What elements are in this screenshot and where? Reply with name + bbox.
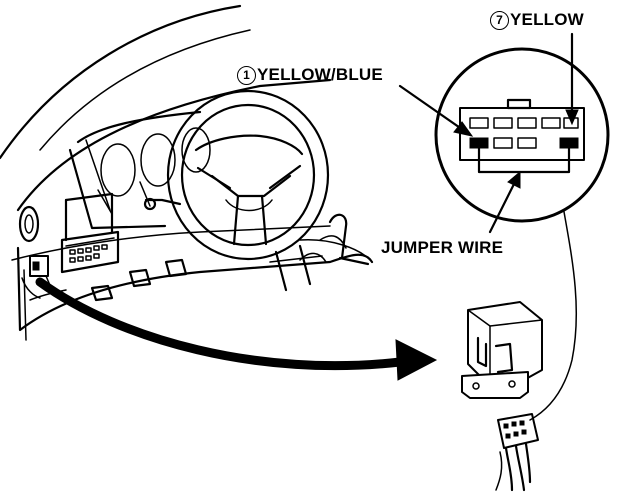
connector-plug	[495, 413, 539, 492]
side-vent	[18, 205, 40, 243]
location-arrow	[35, 277, 438, 381]
jumper-wire-label: JUMPER WIRE	[381, 238, 504, 257]
pin-1-color: YELLOW/BLUE	[257, 65, 383, 84]
pin-1-number: 1	[237, 66, 256, 85]
fuse-box	[60, 192, 120, 274]
pin-1-terminal	[469, 137, 489, 149]
connector-inset	[434, 47, 610, 223]
jumper-wire	[477, 146, 571, 174]
instrument-cluster	[76, 110, 211, 215]
jumper-wire-line	[529, 187, 578, 421]
windshield-line	[0, 4, 251, 160]
steering-wheel	[166, 89, 330, 292]
leader-arrows	[398, 32, 579, 234]
service-connector-location	[21, 255, 53, 299]
connector-relay	[461, 301, 543, 399]
gear-shift	[143, 197, 370, 266]
pedals	[90, 258, 188, 302]
pin-7-color: YELLOW	[510, 10, 584, 29]
pin-7-number: 7	[490, 11, 509, 30]
pin-7-terminal	[559, 137, 579, 149]
